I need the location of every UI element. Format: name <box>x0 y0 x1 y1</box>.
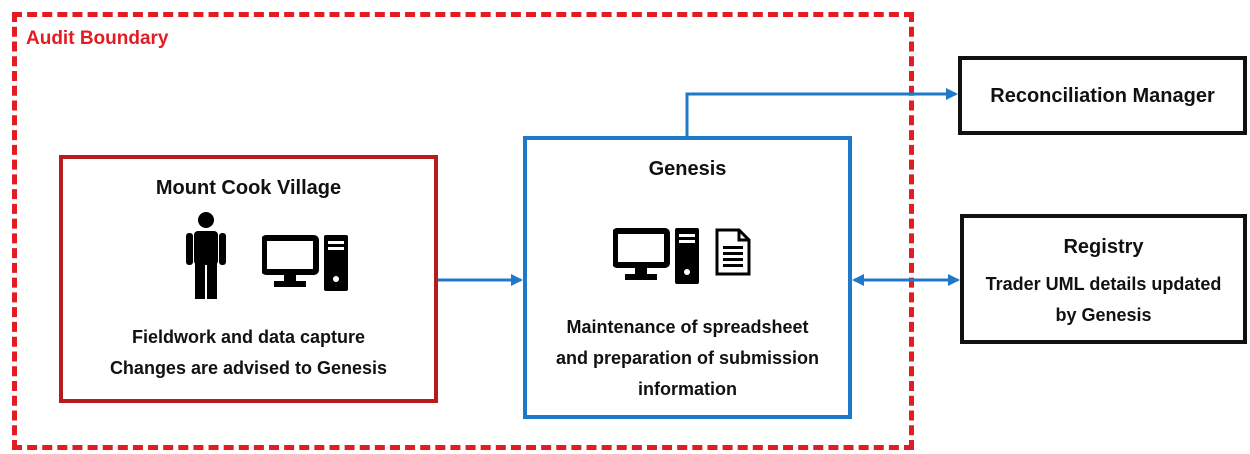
genesis-line2: and preparation of submission <box>555 348 820 368</box>
registry-line1: Trader UML details updated <box>985 274 1222 294</box>
computer-icon <box>262 235 348 291</box>
audit-boundary-label: Audit Boundary <box>26 28 169 49</box>
registry-box: Registry Trader UML details updated by G… <box>960 214 1247 344</box>
arrow-genesis-to-reconciliation <box>685 88 958 136</box>
mount-cook-village-line2: Changes are advised to Genesis <box>109 358 388 378</box>
genesis-line3: information <box>638 379 737 399</box>
registry-title: Registry <box>1063 236 1144 258</box>
reconciliation-manager-box: Reconciliation Manager <box>958 56 1247 135</box>
reconciliation-manager-title: Reconciliation Manager <box>990 85 1215 107</box>
person-icon <box>186 212 226 299</box>
genesis-title: Genesis <box>648 158 727 180</box>
genesis-line1: Maintenance of spreadsheet <box>566 317 809 337</box>
audit-boundary <box>12 12 914 450</box>
mount-cook-village-box: Mount Cook Village Fieldwork and data ca… <box>59 155 438 403</box>
mount-cook-village-line1: Fieldwork and data capture <box>131 327 366 347</box>
registry-line2: by Genesis <box>1055 305 1152 325</box>
computer-icon <box>613 228 699 284</box>
mount-cook-village-title: Mount Cook Village <box>155 177 342 199</box>
document-icon <box>715 228 751 276</box>
genesis-box: Genesis Maintenance of spreadsheet and p… <box>523 136 852 419</box>
